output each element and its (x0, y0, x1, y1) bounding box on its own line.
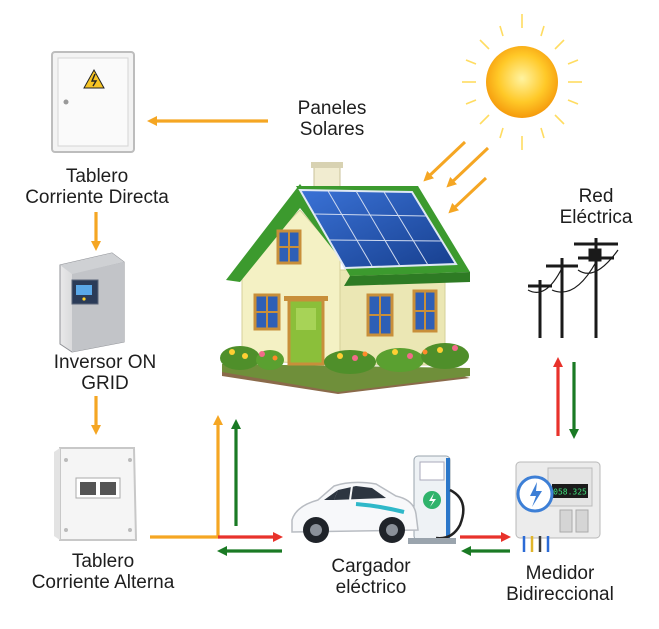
arrow-ac-to-house (150, 415, 223, 539)
power-pole-icon (527, 238, 619, 338)
ac-board-icon (54, 447, 138, 541)
sun-icon (462, 14, 582, 150)
house-icon (220, 162, 470, 394)
inverter-icon (59, 252, 125, 353)
dc-board-icon (51, 51, 135, 153)
ev-car-icon (291, 481, 419, 543)
meter-icon: 058.325 (515, 461, 601, 552)
sun-rays-arrows (423, 140, 490, 214)
meter-display: 058.325 (553, 488, 587, 497)
ev-charger-icon (408, 455, 465, 544)
flow-arrows (91, 116, 579, 556)
